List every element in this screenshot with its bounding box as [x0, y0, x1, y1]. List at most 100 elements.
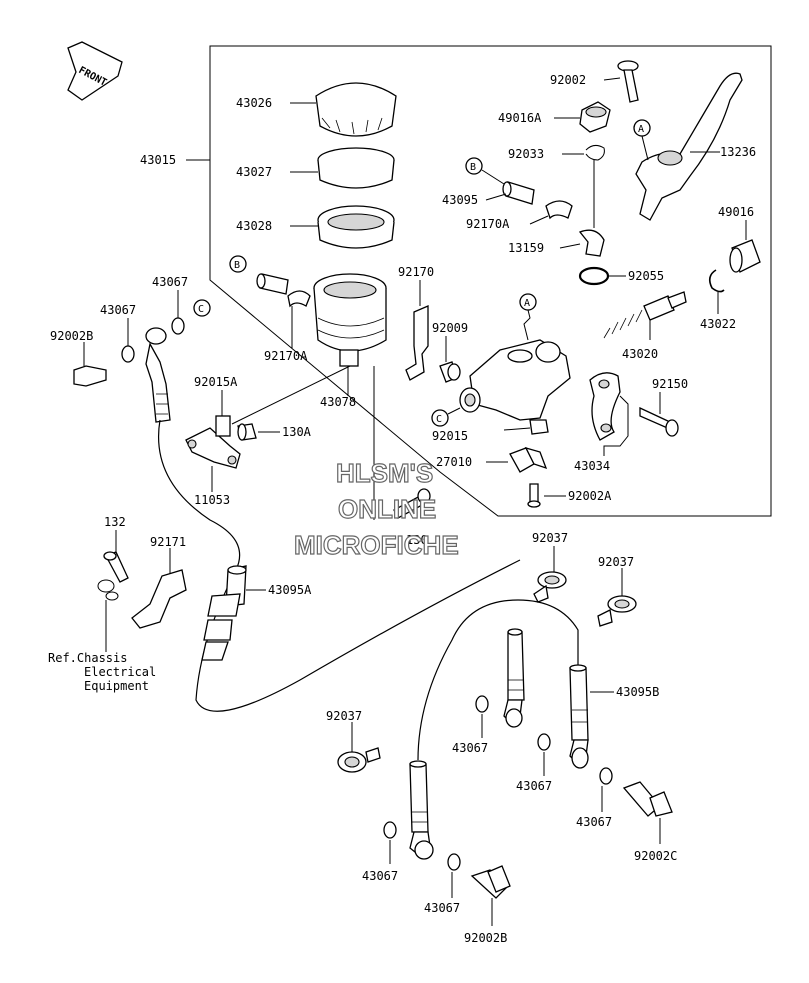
label-11053: 11053: [194, 493, 230, 507]
label-43067-f: 43067: [362, 869, 398, 883]
label-43015: 43015: [140, 153, 176, 167]
label-43027: 43027: [236, 165, 272, 179]
brake-light-switch: [509, 446, 548, 473]
label-92015A: 92015A: [194, 375, 238, 389]
hose-protector-43095A: [201, 565, 247, 661]
label-43095A: 43095A: [268, 583, 312, 597]
diaphragm-plate: [317, 205, 395, 249]
ref-note-line3: Equipment: [84, 679, 149, 693]
label-92002: 92002: [550, 73, 586, 87]
assembly-frame: [209, 45, 772, 517]
label-92009: 92009: [432, 321, 468, 335]
callout-c-body: C: [431, 409, 449, 427]
hose-end-right: [569, 664, 589, 769]
bolt-132: [103, 551, 129, 583]
washer-43067-d: [537, 733, 551, 751]
label-43022: 43022: [700, 317, 736, 331]
label-43067-c: 43067: [452, 741, 488, 755]
hose-guide-92037-a: [533, 571, 567, 603]
washer-43067-c: [475, 695, 489, 713]
callout-b-top: B: [465, 157, 483, 175]
label-92171: 92171: [150, 535, 186, 549]
label-92150: 92150: [652, 377, 688, 391]
svg-text:B: B: [234, 260, 240, 271]
bolt-130: [393, 488, 431, 519]
hose-end-middle: [503, 628, 525, 728]
screw-130A: [237, 423, 257, 441]
callout-a-lever: A: [633, 119, 651, 137]
label-43067-g: 43067: [424, 901, 460, 915]
banjo-bolt-bottom: [470, 865, 511, 899]
hose-guide-92171: [97, 569, 187, 629]
switch-bracket: [185, 415, 241, 469]
label-43020: 43020: [622, 347, 658, 361]
washer-43067-f: [383, 821, 397, 839]
hose-guide-92037-b: [597, 595, 637, 627]
callout-a-body: A: [519, 293, 537, 311]
label-92037-c: 92037: [326, 709, 362, 723]
reservoir-body: [313, 273, 387, 367]
o-ring: [578, 266, 610, 286]
svg-text:B: B: [470, 162, 476, 173]
label-43078: 43078: [320, 395, 356, 409]
label-43067-b: 43067: [100, 303, 136, 317]
label-43067-e: 43067: [576, 815, 612, 829]
hose-clamp: [287, 290, 311, 308]
label-43095: 43095: [442, 193, 478, 207]
label-43095B: 43095B: [616, 685, 659, 699]
dust-cover: [729, 239, 761, 273]
hose-fitting: [578, 229, 605, 257]
pivot-screw: [617, 60, 639, 103]
label-43034: 43034: [574, 459, 610, 473]
label-92002B-bottom: 92002B: [464, 931, 507, 945]
watermark-line2: ONLINE: [338, 494, 436, 524]
callout-c-left: C: [193, 299, 211, 317]
svg-text:A: A: [524, 298, 530, 309]
label-43028: 43028: [236, 219, 272, 233]
bolt-92150: [639, 406, 679, 437]
washer-43067-g: [447, 853, 461, 871]
svg-text:C: C: [198, 304, 204, 315]
ref-note-line1: Ref.Chassis: [48, 651, 127, 665]
reservoir-cap: [315, 82, 397, 137]
label-92037-b: 92037: [598, 555, 634, 569]
circlip-43022: [708, 269, 725, 293]
hose-segment: [256, 273, 289, 295]
label-43067-a: 43067: [152, 275, 188, 289]
handlebar-clamp: [589, 372, 621, 441]
washer-43067-e: [599, 767, 613, 785]
label-132: 132: [104, 515, 126, 529]
reservoir-hose-top: [502, 181, 535, 205]
screw-92002A: [527, 483, 541, 508]
label-130A: 130A: [282, 425, 312, 439]
pivot-collar: [579, 101, 611, 133]
hose-clamp-top: [545, 200, 573, 220]
watermark-line3: MICROFICHE: [294, 530, 459, 560]
label-130: 130: [406, 533, 428, 547]
label-92002B-left: 92002B: [50, 329, 93, 343]
label-13236: 13236: [720, 145, 756, 159]
piston-assembly: [603, 291, 687, 339]
ref-note-line2: Electrical: [84, 665, 156, 679]
label-92002C: 92002C: [634, 849, 677, 863]
label-92015: 92015: [432, 429, 468, 443]
label-13159: 13159: [508, 241, 544, 255]
label-92002A: 92002A: [568, 489, 612, 503]
svg-text:A: A: [638, 124, 644, 135]
label-92170A-top: 92170A: [466, 217, 510, 231]
label-92170A-left: 92170A: [264, 349, 308, 363]
screw-92009: [439, 361, 461, 383]
nut-92015: [529, 419, 549, 435]
hose-guide-92037-c: [337, 747, 381, 773]
label-92055: 92055: [628, 269, 664, 283]
washer-43067-b: [121, 345, 135, 363]
washer-43067-a: [171, 317, 185, 335]
label-49016A: 49016A: [498, 111, 542, 125]
label-49016: 49016: [718, 205, 754, 219]
callout-b-left: B: [229, 255, 247, 273]
label-43026: 43026: [236, 96, 272, 110]
banjo-bolt-left: [73, 365, 107, 387]
hose-end-bottom: [409, 760, 434, 860]
svg-text:C: C: [436, 414, 442, 425]
